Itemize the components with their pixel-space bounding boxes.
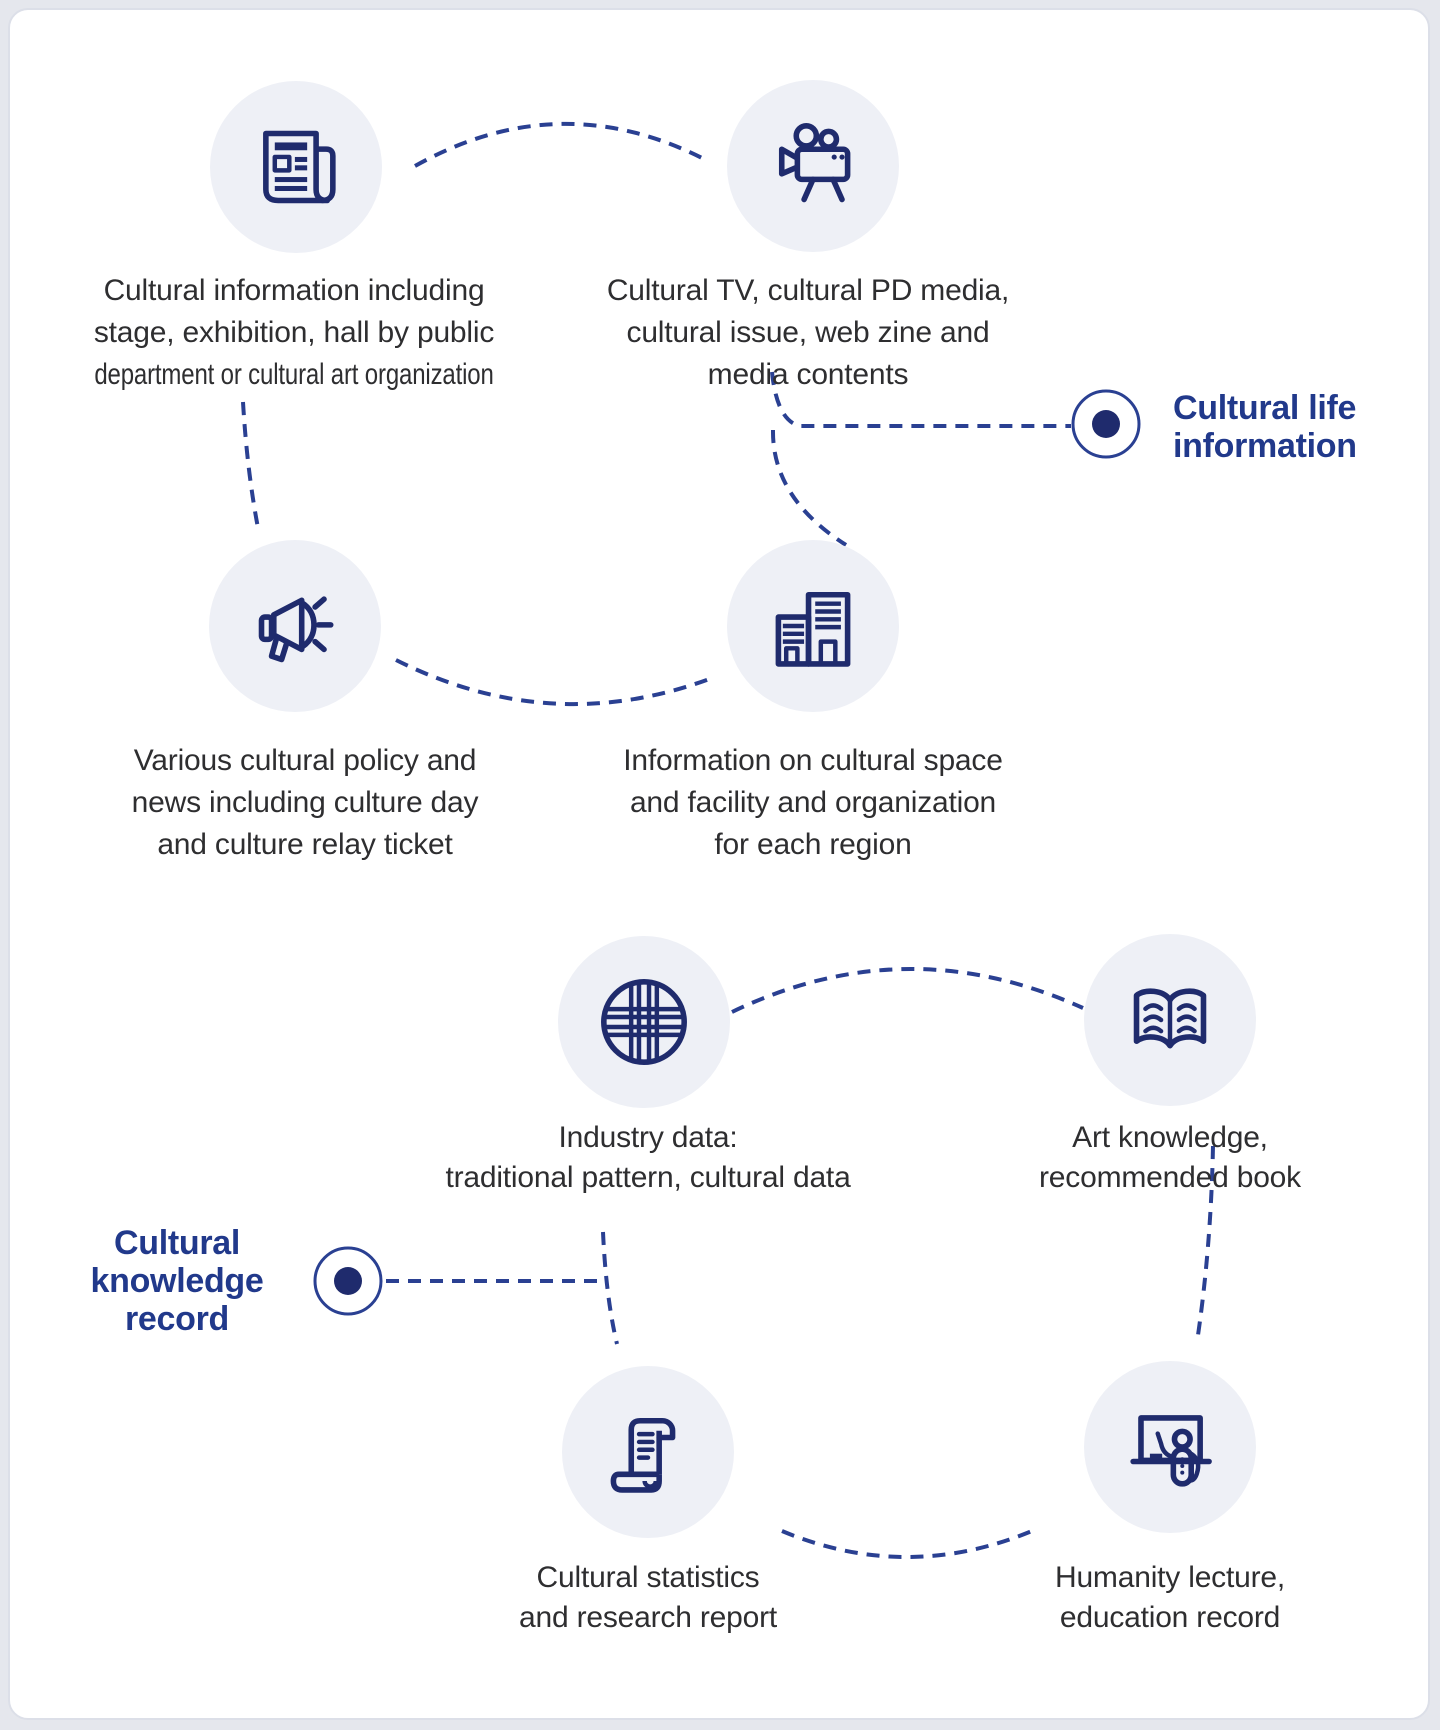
caption-line: Information on cultural space: [623, 744, 1003, 777]
caption-line: Various cultural policy and: [133, 744, 477, 777]
caption-line: education record: [1059, 1601, 1281, 1634]
caption-line: for each region: [714, 828, 912, 861]
caption-lecture: Humanity lecture, education record: [950, 1558, 1390, 1638]
section-label-line: Cultural: [113, 1224, 241, 1262]
caption-pattern: Industry data: traditional pattern, cult…: [378, 1118, 918, 1198]
lecture-icon: [1130, 1415, 1212, 1487]
caption-line: media contents: [707, 358, 909, 391]
scroll-icon-circle: [562, 1366, 734, 1538]
caption-newspaper: Cultural information including stage, ex…: [34, 270, 554, 396]
video-camera-icon: [778, 123, 851, 203]
caption-line: and culture relay ticket: [157, 828, 453, 861]
caption-line: Cultural information including: [103, 274, 485, 307]
caption-book: Art knowledge, recommended book: [950, 1118, 1390, 1198]
section-label-line: knowledge: [90, 1262, 264, 1300]
caption-line: Cultural statistics: [536, 1561, 760, 1594]
building-icon-circle: [727, 540, 899, 712]
newspaper-icon: [263, 130, 336, 204]
video-camera-icon-circle: [727, 80, 899, 252]
caption-scroll: Cultural statistics and research report: [428, 1558, 868, 1638]
caption-line: news including culture day: [131, 786, 479, 819]
section-label-line: record: [124, 1300, 230, 1338]
caption-line: and facility and organization: [629, 786, 997, 819]
open-book-icon: [1133, 988, 1207, 1049]
section-label-line: Cultural life: [1173, 389, 1357, 427]
megaphone-icon-circle: [209, 540, 381, 712]
caption-line: Industry data:: [558, 1121, 738, 1154]
traditional-pattern-icon-circle: [558, 936, 730, 1108]
traditional-pattern-icon: [601, 979, 687, 1065]
caption-camera: Cultural TV, cultural PD media, cultural…: [548, 270, 1068, 396]
caption-line: stage, exhibition, hall by public: [93, 316, 495, 349]
caption-line: Art knowledge,: [1072, 1121, 1268, 1154]
caption-line: recommended book: [1039, 1161, 1301, 1194]
caption-line: traditional pattern, cultural data: [445, 1161, 851, 1194]
caption-building: Information on cultural space and facili…: [583, 740, 1043, 866]
open-book-icon-circle: [1084, 934, 1256, 1106]
building-icon: [775, 591, 851, 667]
scroll-icon: [610, 1417, 676, 1493]
caption-line: cultural issue, web zine and: [626, 316, 990, 349]
newspaper-icon-circle: [210, 81, 382, 253]
section-label-cultural-knowledge-record: Cultural knowledge record: [40, 1224, 314, 1338]
lecture-icon-circle: [1084, 1361, 1256, 1533]
caption-megaphone: Various cultural policy and news includi…: [75, 740, 535, 866]
caption-line: Cultural TV, cultural PD media,: [606, 274, 1010, 307]
caption-line: department or cultural art organization: [94, 358, 494, 391]
caption-line: and research report: [518, 1601, 777, 1634]
section-label-line: information: [1173, 427, 1357, 465]
section-label-cultural-life-information: Cultural life information: [1173, 389, 1440, 465]
megaphone-icon: [258, 596, 334, 663]
caption-line: Humanity lecture,: [1054, 1561, 1286, 1594]
